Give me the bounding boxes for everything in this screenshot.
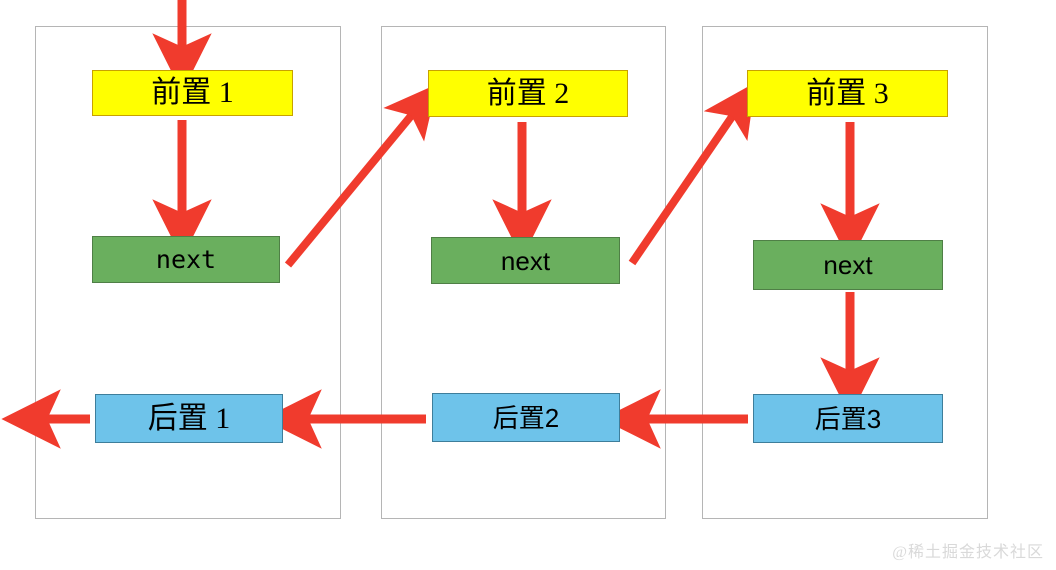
node-pre-3[interactable]: 前置 3 [747,70,948,117]
node-post-3[interactable]: 后置3 [753,394,943,443]
node-post-1[interactable]: 后置 1 [95,394,283,443]
panel-frame-2 [381,26,666,519]
node-next-2[interactable]: next [431,237,620,284]
node-post-2[interactable]: 后置2 [432,393,620,442]
node-next-1[interactable]: next [92,236,280,283]
panel-frame-3 [702,26,988,519]
panel-frame-1 [35,26,341,519]
node-pre-2[interactable]: 前置 2 [428,70,628,117]
watermark: @稀土掘金技术社区 [892,544,1044,561]
node-pre-1[interactable]: 前置 1 [92,70,293,116]
node-next-3[interactable]: next [753,240,943,290]
